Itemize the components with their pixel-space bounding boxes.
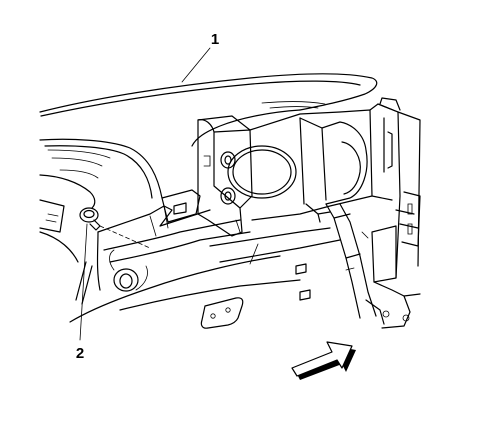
front-of-vehicle-arrow-icon [291,341,356,380]
bracket-assembly [197,115,253,237]
callout-1-label: 1 [211,31,219,48]
callout-2: 2 [76,223,88,362]
right-side-support [365,97,421,329]
instrument-panel-top [39,73,378,147]
callout-2-label: 2 [76,345,84,362]
support-brace [305,203,397,319]
fastener-pin [79,207,151,249]
carrier-beam [97,189,341,329]
heater-housing [227,103,399,221]
left-dash-structure [39,138,281,323]
callout-1: 1 [181,31,219,83]
